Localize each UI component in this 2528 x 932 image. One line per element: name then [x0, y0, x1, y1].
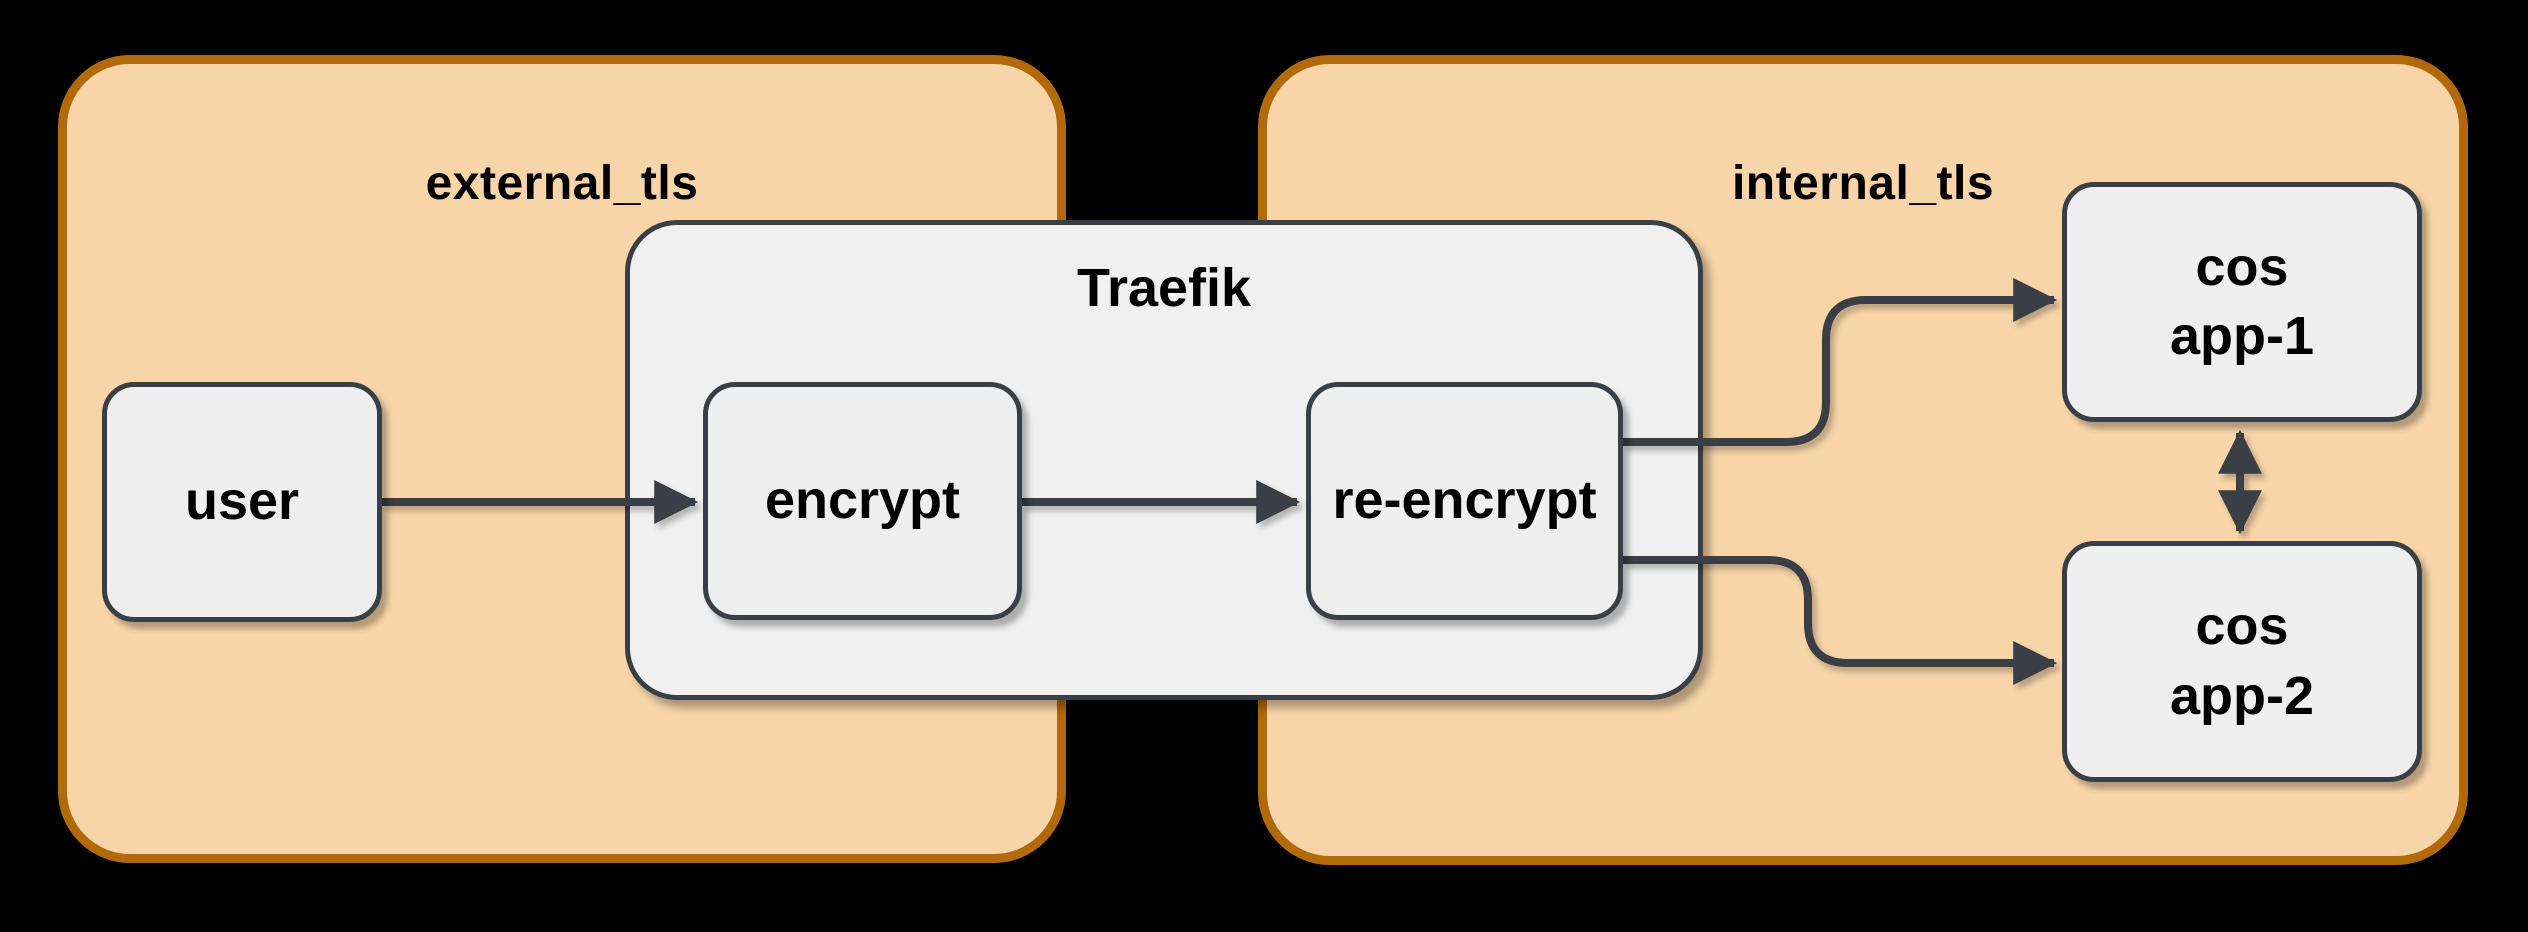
edge-re-encrypt-to-cos-app-2-arrow — [1623, 556, 2058, 685]
node-re-encrypt: re-encrypt — [1306, 382, 1623, 620]
node-re-encrypt-label: re-encrypt — [1332, 470, 1597, 531]
node-user-label: user — [184, 471, 300, 532]
node-cos-app-2-label: cos app-2 — [2169, 596, 2315, 726]
node-cos-app-1-label: cos app-1 — [2169, 236, 2315, 366]
node-cos-app-1: cos app-1 — [2062, 182, 2422, 422]
edge-re-encrypt-to-cos-app-1-arrow — [1623, 278, 2058, 446]
node-encrypt-label: encrypt — [764, 470, 961, 531]
container-internal-tls-label: internal_tls — [1731, 157, 1995, 210]
container-external-tls-label: external_tls — [425, 157, 699, 210]
container-traefik-label: Traefik — [1076, 258, 1252, 318]
node-user: user — [102, 382, 382, 622]
node-encrypt: encrypt — [703, 382, 1022, 620]
node-cos-app-2: cos app-2 — [2062, 541, 2422, 782]
